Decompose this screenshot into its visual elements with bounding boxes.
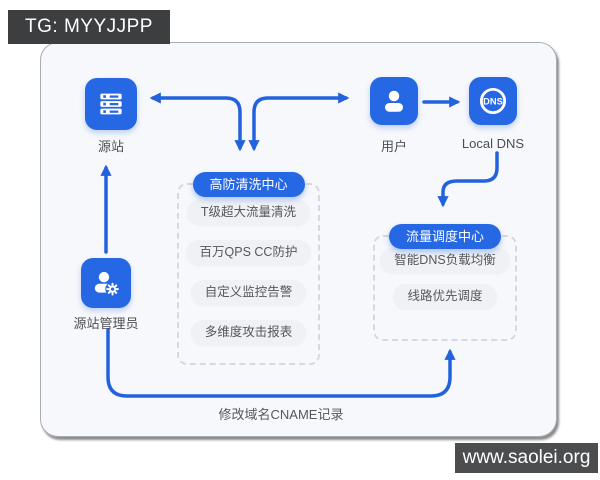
svg-text:DNS: DNS [483, 97, 503, 107]
scrubbing-feature-pill: T级超大流量清洗 [186, 200, 311, 225]
scheduling-feature-pill: 智能DNS负载均衡 [380, 248, 510, 273]
user-node-icon [370, 77, 418, 125]
cname-flow-label: 修改域名CNAME记录 [218, 407, 344, 422]
scrubbing-feature-pill: 多维度攻击报表 [190, 320, 307, 345]
scrubbing-feature-pill: 百万QPS CC防护 [185, 240, 312, 265]
server-icon [100, 93, 122, 115]
user-node-label: 用户 [380, 139, 408, 154]
admin-gear-icon [94, 271, 120, 297]
scrubbing-center-title: 高防清洗中心 [192, 172, 305, 197]
user-icon [385, 90, 403, 112]
scrubbing-center-panel: 高防清洗中心 T级超大流量清洗 百万QPS CC防护 自定义监控告警 多维度攻击… [177, 172, 320, 365]
watermark-tg-badge: TG: MYYJJPP [8, 10, 170, 44]
local-dns-label: Local DNS [461, 136, 525, 151]
scheduling-center-title: 流量调度中心 [388, 224, 502, 249]
admin-node-icon [81, 258, 131, 308]
local-dns-node-icon: DNS [469, 77, 517, 125]
origin-server-icon [85, 78, 137, 130]
origin-server-label: 源站 [97, 139, 125, 154]
dns-icon: DNS [479, 87, 507, 115]
scheduling-feature-pill: 线路优先调度 [393, 284, 497, 309]
watermark-site-badge: www.saolei.org [455, 443, 598, 473]
scheduling-center-panel: 流量调度中心 智能DNS负载均衡 线路优先调度 [373, 224, 517, 341]
admin-node-label: 源站管理员 [73, 316, 139, 331]
scrubbing-feature-pill: 自定义监控告警 [190, 280, 307, 305]
